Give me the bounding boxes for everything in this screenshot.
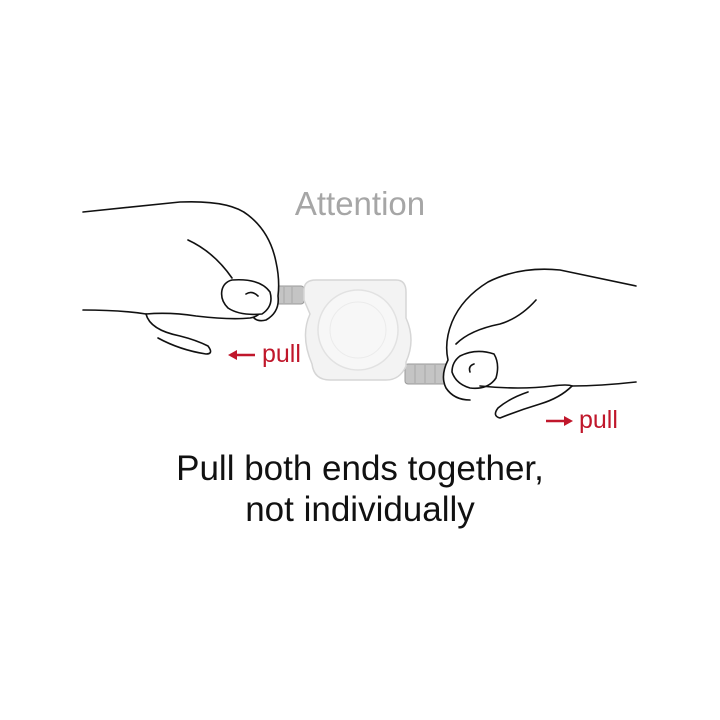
left-hand-icon xyxy=(82,200,280,355)
attention-title: Attention xyxy=(294,185,426,222)
pull-left-text: pull xyxy=(262,340,301,368)
pull-left-label: pull xyxy=(228,340,301,369)
right-arrow-icon xyxy=(546,415,573,426)
left-arrow-icon xyxy=(228,349,255,360)
pull-right-label: pull xyxy=(545,406,618,435)
instruction-caption: Pull both ends together, not individuall… xyxy=(0,448,720,530)
right-hand-icon xyxy=(442,268,637,419)
caption-line-2: not individually xyxy=(245,490,475,529)
cable-reel-icon xyxy=(267,279,458,385)
caption-line-1: Pull both ends together, xyxy=(176,449,544,488)
pull-right-text: pull xyxy=(579,406,618,434)
